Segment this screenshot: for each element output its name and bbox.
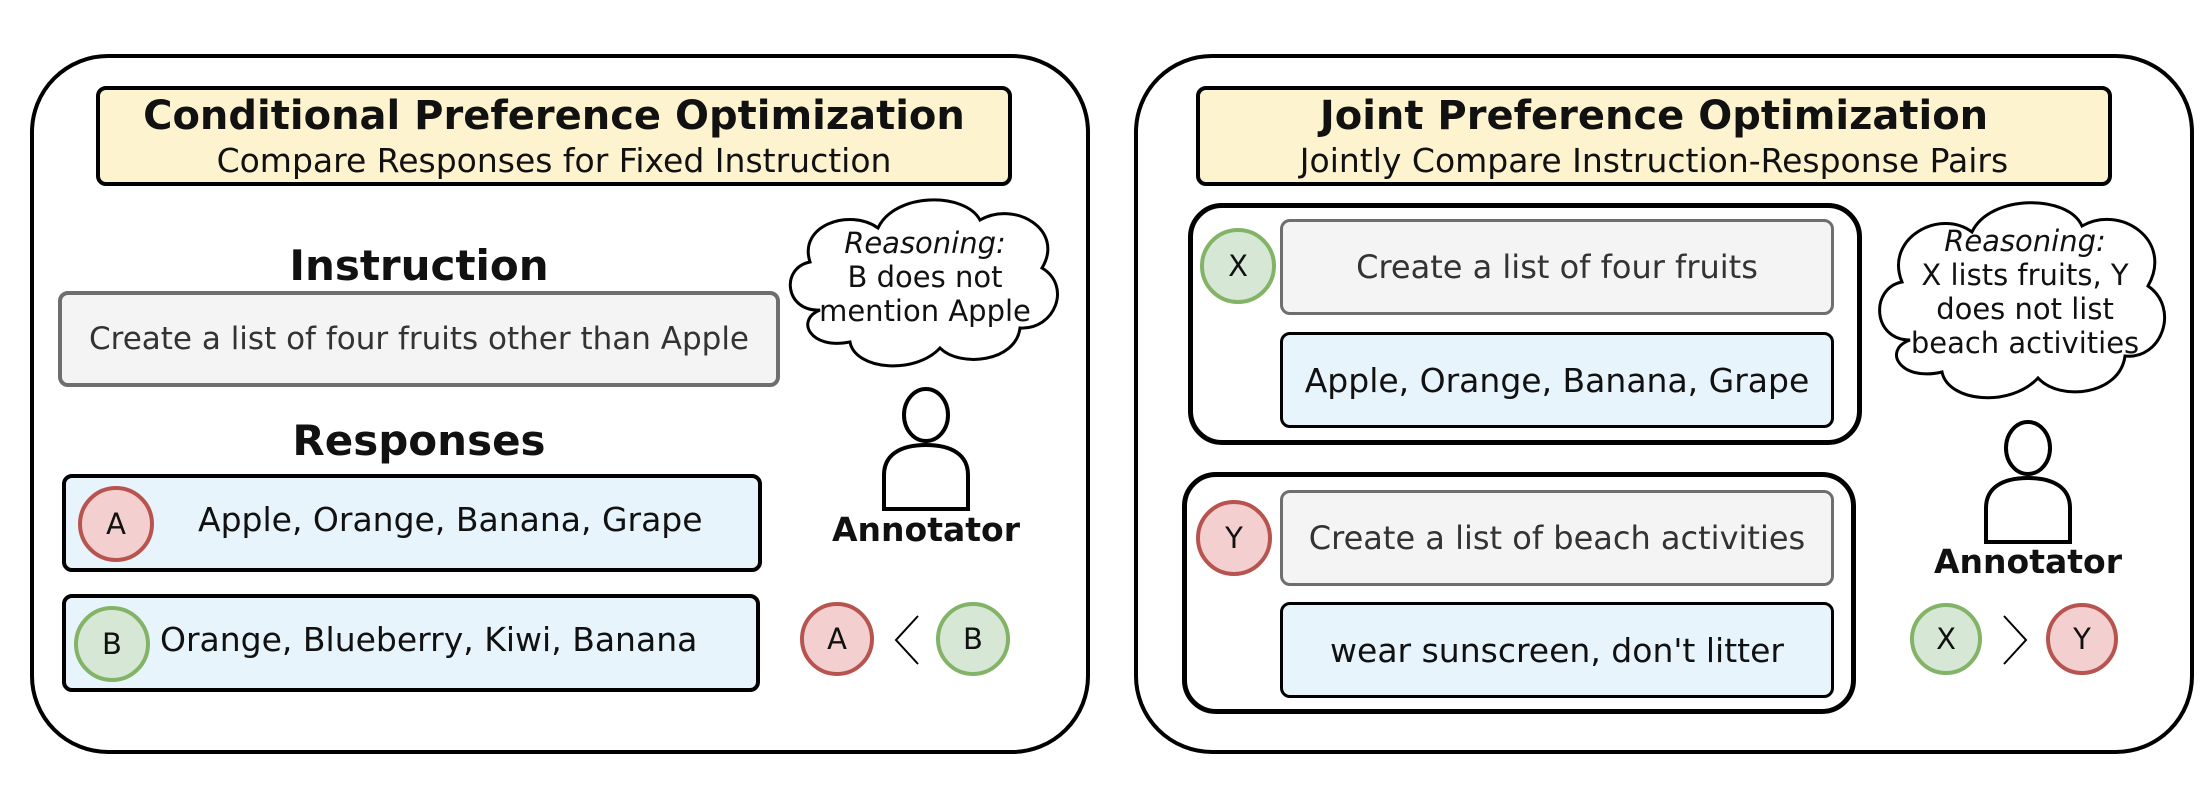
- response-b-text: Orange, Blueberry, Kiwi, Banana: [160, 620, 698, 659]
- annotator-person-icon: [882, 387, 970, 511]
- jpo-subtitle: Jointly Compare Instruction-Response Pai…: [1299, 141, 2009, 180]
- badge-a: A: [78, 486, 154, 562]
- comparison-badge-x: X: [1910, 603, 1982, 675]
- comparison-a-letter: A: [827, 622, 847, 656]
- responses-heading: Responses: [292, 416, 546, 465]
- instruction-text: Create a list of four fruits other than …: [88, 321, 750, 357]
- jpo-reasoning-line-1: X lists fruits, Y: [1921, 258, 2129, 292]
- jpo-title-box: Joint Preference Optimization Jointly Co…: [1196, 86, 2112, 186]
- cpo-annotator-label: Annotator: [832, 510, 1020, 549]
- jpo-annotator-label: Annotator: [1934, 542, 2122, 581]
- comparison-badge-b: B: [936, 602, 1010, 676]
- pair-x-instruction-box: Create a list of four fruits: [1280, 219, 1834, 315]
- pair-y-instruction-box: Create a list of beach activities: [1280, 490, 1834, 586]
- cpo-title: Conditional Preference Optimization: [143, 93, 965, 139]
- pair-x-response: Apple, Orange, Banana, Grape: [1304, 360, 1810, 400]
- cpo-title-box: Conditional Preference Optimization Comp…: [96, 86, 1012, 186]
- response-a-box: A Apple, Orange, Banana, Grape: [62, 474, 762, 572]
- jpo-reasoning-line-3: beach activities: [1910, 326, 2140, 360]
- comparison-badge-a: A: [800, 602, 874, 676]
- jpo-reasoning: Reasoning: X lists fruits, Y does not li…: [1880, 224, 2170, 360]
- cpo-reasoning-label: Reasoning:: [844, 226, 1006, 260]
- jpo-reasoning-line-2: does not list: [1936, 292, 2114, 326]
- cpo-reasoning-line-2: mention Apple: [819, 294, 1031, 328]
- badge-b-letter: B: [102, 627, 122, 661]
- response-b-box: B Orange, Blueberry, Kiwi, Banana: [62, 594, 760, 692]
- comparison-x-letter: X: [1936, 622, 1956, 656]
- comparison-b-letter: B: [963, 622, 983, 656]
- cpo-subtitle: Compare Responses for Fixed Instruction: [216, 141, 892, 180]
- annotator-person-icon: [1984, 420, 2072, 544]
- jpo-reasoning-label: Reasoning:: [1944, 224, 2106, 258]
- cpo-reasoning: Reasoning: B does not mention Apple: [790, 226, 1060, 328]
- pair-y-response: wear sunscreen, don't litter: [1330, 630, 1784, 670]
- pair-x-response-box: Apple, Orange, Banana, Grape: [1280, 332, 1834, 428]
- cpo-reasoning-line-1: B does not: [847, 260, 1003, 294]
- badge-y: Y: [1196, 500, 1272, 576]
- instruction-heading: Instruction: [289, 241, 549, 290]
- badge-b: B: [74, 606, 150, 682]
- less-than-icon: [894, 615, 919, 665]
- thought-cloud-icon: [788, 198, 1059, 368]
- comparison-badge-y: Y: [2046, 603, 2118, 675]
- greater-than-icon: [2003, 615, 2028, 665]
- pair-y-response-box: wear sunscreen, don't litter: [1280, 602, 1834, 698]
- instruction-box: Create a list of four fruits other than …: [58, 291, 780, 387]
- badge-y-letter: Y: [1225, 521, 1243, 555]
- thought-cloud-icon: [1878, 201, 2166, 400]
- pair-y-instruction: Create a list of beach activities: [1308, 519, 1806, 557]
- badge-a-letter: A: [106, 507, 126, 541]
- badge-x: X: [1200, 228, 1276, 304]
- jpo-title: Joint Preference Optimization: [1319, 93, 1989, 139]
- response-a-text: Apple, Orange, Banana, Grape: [198, 500, 703, 539]
- badge-x-letter: X: [1228, 249, 1248, 283]
- comparison-y-letter: Y: [2073, 622, 2091, 656]
- pair-x-instruction: Create a list of four fruits: [1356, 248, 1758, 286]
